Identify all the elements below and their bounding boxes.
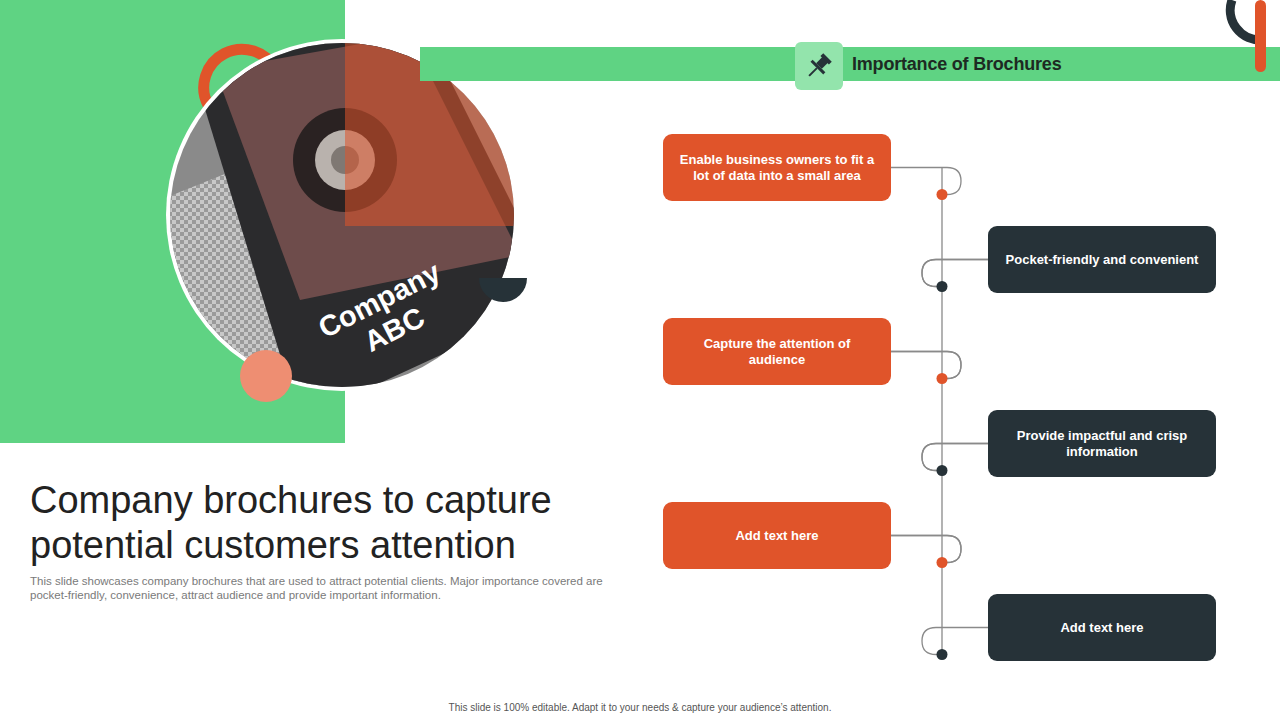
- box-text: Pocket-friendly and convenient: [1006, 252, 1199, 268]
- process-box: Add text here: [663, 502, 891, 569]
- orange-pill: [1255, 0, 1266, 72]
- box-text: Enable business owners to fit a lot of d…: [675, 152, 879, 184]
- timeline-connector: [891, 168, 988, 287]
- box-text: Provide impactful and crisp information: [1000, 428, 1204, 460]
- salmon-dot: [240, 350, 292, 402]
- timeline-dot: [937, 649, 948, 660]
- text-stack: Capture the attention of audience: [675, 336, 879, 368]
- timeline-dot: [937, 373, 948, 384]
- timeline-connector: [891, 260, 988, 379]
- box-text: Add text here: [1060, 620, 1143, 636]
- text-stack: Pocket-friendly and convenient: [1006, 252, 1199, 268]
- process-box: Add text here: [988, 594, 1216, 661]
- timeline-dot: [937, 557, 948, 568]
- process-box: Pocket-friendly and convenient: [988, 226, 1216, 293]
- timeline-connector: [891, 536, 988, 655]
- box-text: Capture the attention of audience: [675, 336, 879, 368]
- box-text: Importance of Brochures: [852, 53, 1061, 75]
- timeline-dot: [937, 189, 948, 200]
- process-box: Provide impactful and crisp information: [988, 410, 1216, 477]
- process-box: Capture the attention of audience: [663, 318, 891, 385]
- timeline-dot: [937, 465, 948, 476]
- slide-caption: This slide showcases company brochures t…: [30, 574, 620, 602]
- box-text: Add text here: [735, 528, 818, 544]
- pin-icon: [803, 51, 834, 82]
- header-band-left: [420, 47, 850, 81]
- header-band: Importance of Brochures: [843, 47, 1250, 81]
- text-stack: Add text here: [1060, 620, 1143, 636]
- timeline-connector: [891, 444, 988, 563]
- text-stack: Enable business owners to fit a lot of d…: [675, 152, 879, 184]
- footer-note: This slide is 100% editable. Adapt it to…: [0, 702, 1280, 714]
- icon-box: [795, 42, 843, 90]
- process-box: Enable business owners to fit a lot of d…: [663, 134, 891, 201]
- text-stack: Add text here: [735, 528, 818, 544]
- text-stack: Provide impactful and crisp information: [1000, 428, 1204, 460]
- timeline-dot: [937, 281, 948, 292]
- timeline-connector: [891, 352, 988, 471]
- text-stack: Importance of Brochures: [852, 53, 1061, 75]
- brochure-brand: Company ABC: [305, 252, 469, 379]
- dark-half-disc: [479, 278, 527, 302]
- slide-title: Company brochures to capture potential c…: [30, 478, 640, 568]
